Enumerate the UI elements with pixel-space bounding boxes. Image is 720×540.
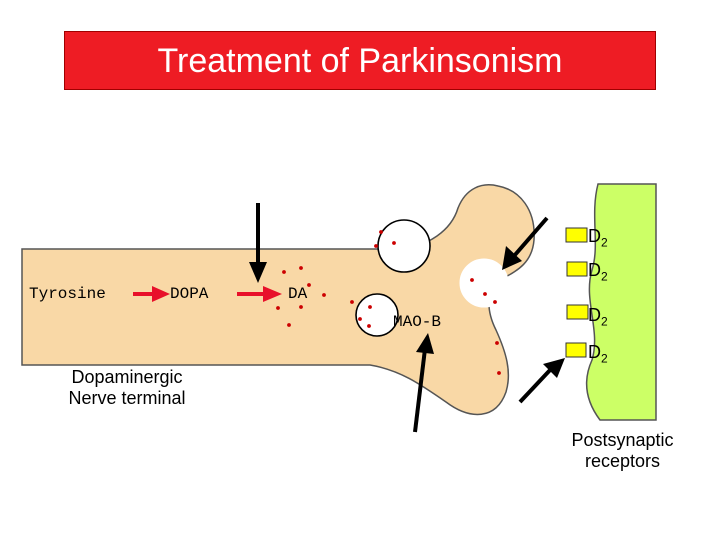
terminal-line-1: Dopaminergic <box>71 367 183 387</box>
receptor-3 <box>566 304 589 320</box>
title-bar: Treatment of Parkinsonism <box>64 31 656 90</box>
drug-arrow-release <box>502 216 549 270</box>
vesicle-full <box>377 219 431 273</box>
postsyn-line-1: Postsynaptic <box>571 430 674 450</box>
drug-arrow-dopa-synthesis <box>249 203 267 283</box>
postsynaptic-membrane <box>585 183 657 421</box>
drug-arrow-mao-b-inhibitor <box>413 333 434 433</box>
vesicle-mao-b <box>355 293 399 337</box>
receptor-label-2: D2 <box>588 260 608 284</box>
receptor-label-sub: 2 <box>601 235 608 250</box>
label-da: DA <box>288 285 308 303</box>
vesicle-fusing <box>459 258 509 308</box>
receptor-label-1: D2 <box>588 226 608 250</box>
label-dopa: DOPA <box>170 285 209 303</box>
receptor-label-sub: 2 <box>601 314 608 329</box>
label-postsynaptic-receptors: Postsynaptic receptors <box>550 430 695 472</box>
label-tyrosine: Tyrosine <box>29 285 106 303</box>
receptor-2 <box>566 261 588 277</box>
drug-arrow-receptor-agonist <box>518 358 565 404</box>
pathway-arrow-dopa-da <box>237 286 282 302</box>
receptor-label-sub: 2 <box>601 269 608 284</box>
receptor-label-main: D <box>588 305 601 325</box>
receptor-label-main: D <box>588 226 601 246</box>
receptor-label-4: D2 <box>588 342 608 366</box>
dopamine-molecules <box>276 230 501 375</box>
receptor-label-sub: 2 <box>601 351 608 366</box>
receptor-label-3: D2 <box>588 305 608 329</box>
terminal-line-2: Nerve terminal <box>68 388 186 408</box>
pathway-arrow-tyrosine-dopa <box>133 286 170 302</box>
label-mao-b: MAO-B <box>393 313 442 331</box>
label-dopaminergic-terminal: Dopaminergic Nerve terminal <box>52 367 202 409</box>
receptor-1 <box>565 227 588 243</box>
postsyn-line-2: receptors <box>584 451 661 471</box>
receptor-label-main: D <box>588 342 601 362</box>
receptor-4 <box>565 342 587 358</box>
receptor-label-main: D <box>588 260 601 280</box>
page-title: Treatment of Parkinsonism <box>157 42 563 80</box>
